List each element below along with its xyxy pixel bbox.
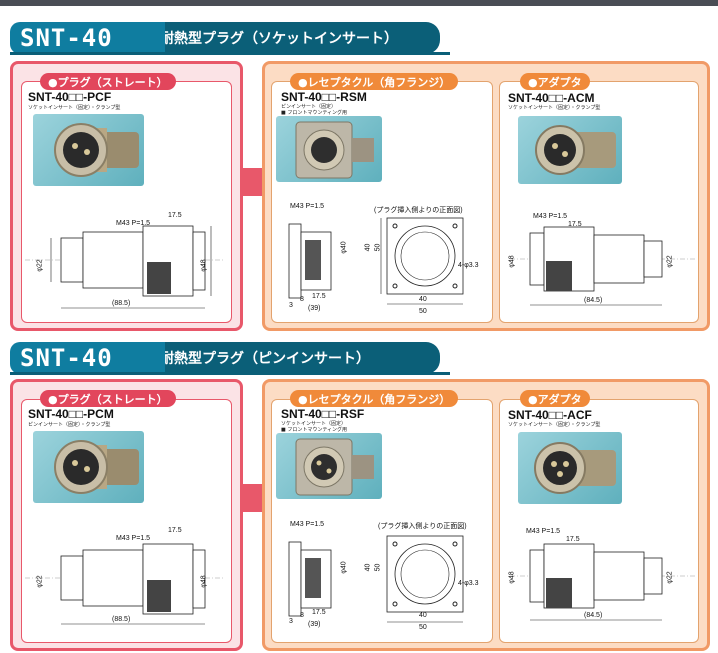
length-dim: 17.5 — [168, 212, 182, 219]
model-number: SNT-40□□-ACM — [508, 91, 595, 105]
insert-type: ソケットインサート（固定）・クランプ型 — [508, 105, 601, 111]
thread-dim: M43 P=1.5 — [533, 213, 568, 220]
adapter-dimension-drawing — [510, 543, 695, 621]
connector-band — [240, 484, 264, 512]
plug-dimension-drawing — [25, 225, 225, 309]
overall-length-dim: (88.5) — [112, 616, 131, 623]
product-photo — [276, 433, 382, 499]
thread-dim: M43 P=1.5 — [290, 203, 325, 210]
adapter-image — [534, 442, 616, 494]
insert-type: ピンインサート（固定）・クランプ型 — [28, 422, 111, 428]
height-dim: 50 — [374, 563, 382, 572]
view-note: (プラグ挿入側よりの正面図) — [374, 207, 463, 214]
length-dim: 17.5 — [168, 527, 182, 534]
receptacle-image — [295, 438, 374, 496]
hole-dim: 4-φ3.3 — [458, 580, 479, 587]
flange-dim: 8 — [300, 296, 304, 303]
overall-length-dim: (84.5) — [584, 297, 603, 304]
diameter-dim: φ22 — [36, 259, 44, 272]
width-dim: 40 — [419, 612, 427, 619]
overall-length-dim: (39) — [308, 305, 321, 312]
flange-dim: 3 — [289, 618, 293, 625]
receptacle-label: ●レセプタクル（角フランジ） — [290, 390, 459, 407]
length-dim: 17.5 — [312, 293, 326, 300]
insert-type: ピンインサート（固定） — [281, 104, 337, 110]
adapter-image — [535, 125, 616, 175]
top-bar — [0, 0, 718, 6]
plug-connector-image — [54, 123, 139, 177]
section-title: 耐熱型プラグ（ピンインサート） — [160, 351, 370, 367]
mounting-type: ■ フロントマウンティング用 — [281, 427, 348, 433]
length-dim: 17.5 — [568, 221, 582, 228]
thread-dim: M43 P=1.5 — [526, 528, 561, 535]
diameter-dim: φ22 — [36, 575, 44, 588]
height-dim: 40 — [364, 563, 372, 572]
diameter-dim: φ40 — [340, 241, 348, 254]
thread-dim: M43 P=1.5 — [290, 521, 325, 528]
adapter-label: ●アダプタ — [520, 73, 590, 90]
model-number: SNT-40□□-PCM — [28, 407, 114, 421]
thread-dim: M43 P=1.5 — [116, 535, 151, 542]
view-note: (プラグ挿入側よりの正面図) — [378, 523, 467, 530]
receptacle-dimension-drawing — [288, 535, 464, 623]
length-dim: 17.5 — [566, 536, 580, 543]
model-number: SNT-40□□-ACF — [508, 408, 592, 422]
section-title: 耐熱型プラグ（ソケットインサート） — [160, 31, 398, 47]
width-dim: 50 — [419, 624, 427, 631]
product-photo — [518, 432, 622, 504]
flange-dim: 8 — [300, 612, 304, 619]
series-code: SNT-40 — [20, 344, 113, 372]
diameter-dim: φ48 — [508, 255, 516, 268]
model-number: SNT-40□□-RSF — [281, 407, 365, 421]
insert-type: ソケットインサート（固定） — [281, 421, 347, 427]
insert-type: ソケットインサート（固定）・クランプ型 — [508, 422, 601, 428]
receptacle-image — [295, 121, 374, 179]
product-photo — [518, 116, 622, 184]
overall-length-dim: (84.5) — [584, 612, 603, 619]
receptacle-dimension-drawing — [288, 217, 464, 305]
diameter-dim: φ22 — [666, 571, 674, 584]
plug-dimension-drawing — [25, 543, 225, 625]
width-dim: 40 — [419, 296, 427, 303]
diameter-dim: φ48 — [508, 571, 516, 584]
adapter-label: ●アダプタ — [520, 390, 590, 407]
plug-label: ●プラグ（ストレート） — [40, 390, 176, 407]
plug-connector-image — [54, 440, 139, 494]
diameter-dim: φ48 — [200, 575, 208, 588]
product-photo — [33, 114, 144, 186]
diameter-dim: φ22 — [666, 255, 674, 268]
diameter-dim: φ48 — [200, 259, 208, 272]
connector-band — [240, 168, 264, 196]
mounting-type: ■ フロントマウンティング用 — [281, 110, 348, 116]
product-photo — [276, 116, 382, 182]
adapter-dimension-drawing — [510, 226, 695, 306]
section-header: 耐熱型プラグ（ソケットインサート） SNT-40 — [0, 22, 440, 54]
receptacle-label: ●レセプタクル（角フランジ） — [290, 73, 459, 90]
flange-dim: 3 — [289, 302, 293, 309]
height-dim: 50 — [374, 243, 382, 252]
model-number: SNT-40□□-PCF — [28, 90, 112, 104]
insert-type: ソケットインサート（固定）・クランプ型 — [28, 105, 121, 111]
header-underline — [10, 372, 450, 375]
plug-label: ●プラグ（ストレート） — [40, 73, 176, 90]
thread-dim: M43 P=1.5 — [116, 220, 151, 227]
section-header: 耐熱型プラグ（ピンインサート） SNT-40 — [0, 342, 440, 374]
model-number: SNT-40□□-RSM — [281, 90, 367, 104]
length-dim: 17.5 — [312, 609, 326, 616]
overall-length-dim: (88.5) — [112, 300, 131, 307]
hole-dim: 4-φ3.3 — [458, 262, 479, 269]
series-code: SNT-40 — [20, 24, 113, 52]
height-dim: 40 — [364, 243, 372, 252]
product-photo — [33, 431, 144, 503]
diameter-dim: φ40 — [340, 561, 348, 574]
width-dim: 50 — [419, 308, 427, 315]
overall-length-dim: (39) — [308, 621, 321, 628]
header-underline — [10, 52, 450, 55]
